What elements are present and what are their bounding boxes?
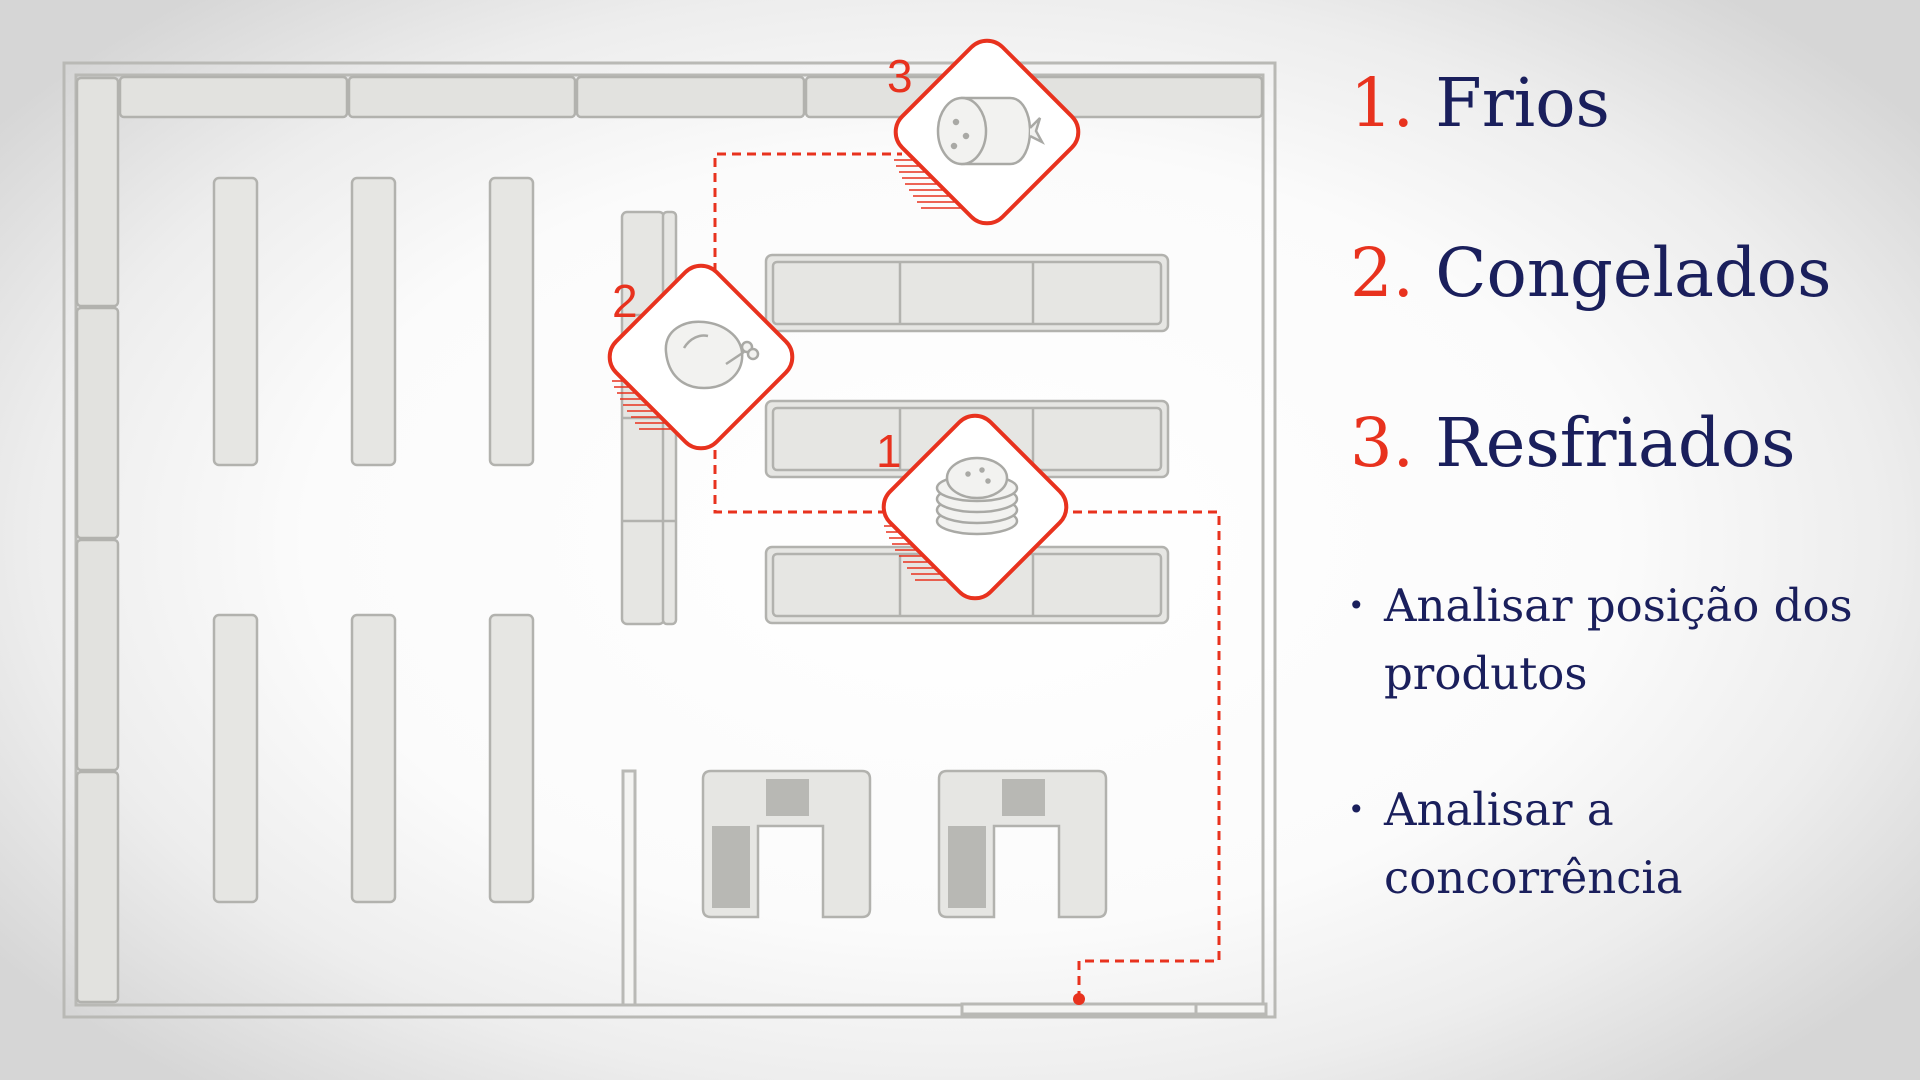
category-resfriados-label: Resfriados xyxy=(1435,404,1796,482)
category-resfriados-number: 3. xyxy=(1350,404,1414,482)
marker-1-frios: 1 xyxy=(876,413,1069,601)
top-wall-fridges xyxy=(118,75,1264,119)
store-floor-plan: 1 2 xyxy=(62,38,1277,1019)
bullet-marker: • xyxy=(1348,793,1365,826)
entrance-door xyxy=(960,1002,1268,1016)
category-resfriados: 3. Resfriados xyxy=(1350,410,1796,477)
salami-icon xyxy=(936,96,1046,166)
category-congelados-label: Congelados xyxy=(1435,234,1832,312)
category-frios-number: 1. xyxy=(1350,64,1414,142)
category-frios: 1. Frios xyxy=(1350,70,1610,137)
bullet-analisar-concorrencia: • Analisar a concorrência xyxy=(1348,776,1910,912)
store-walls xyxy=(62,61,1277,1019)
checkout-counter-1 xyxy=(701,769,872,919)
category-frios-label: Frios xyxy=(1435,64,1610,142)
bullet-text: Analisar posição dos produtos xyxy=(1384,579,1853,700)
bullet-marker: • xyxy=(1348,589,1365,622)
marker-2-congelados: 2 xyxy=(607,263,795,451)
left-wall-fridges xyxy=(75,76,120,1004)
marker-1-number: 1 xyxy=(876,425,902,477)
category-congelados-number: 2. xyxy=(1350,234,1414,312)
freezer-row-1 xyxy=(764,253,1170,333)
shopping-route xyxy=(713,152,1221,1000)
marker-2-number: 2 xyxy=(612,275,638,327)
marker-3-resfriados: 3 xyxy=(887,38,1081,226)
bullet-analisar-posicao: • Analisar posição dos produtos xyxy=(1348,572,1910,708)
route-start-dot xyxy=(1073,993,1085,1005)
marker-3-number: 3 xyxy=(887,50,913,102)
burger-patties-icon xyxy=(935,456,1019,536)
legend-panel: 1. Frios 2. Congelados 3. Resfriados • A… xyxy=(1348,0,1910,1080)
chicken-icon xyxy=(664,320,760,390)
checkout-counter-2 xyxy=(937,769,1108,919)
category-congelados: 2. Congelados xyxy=(1350,240,1832,307)
partition-wall xyxy=(621,769,637,1007)
bullet-text: Analisar a concorrência xyxy=(1384,783,1683,904)
aisle-shelves xyxy=(212,176,535,904)
